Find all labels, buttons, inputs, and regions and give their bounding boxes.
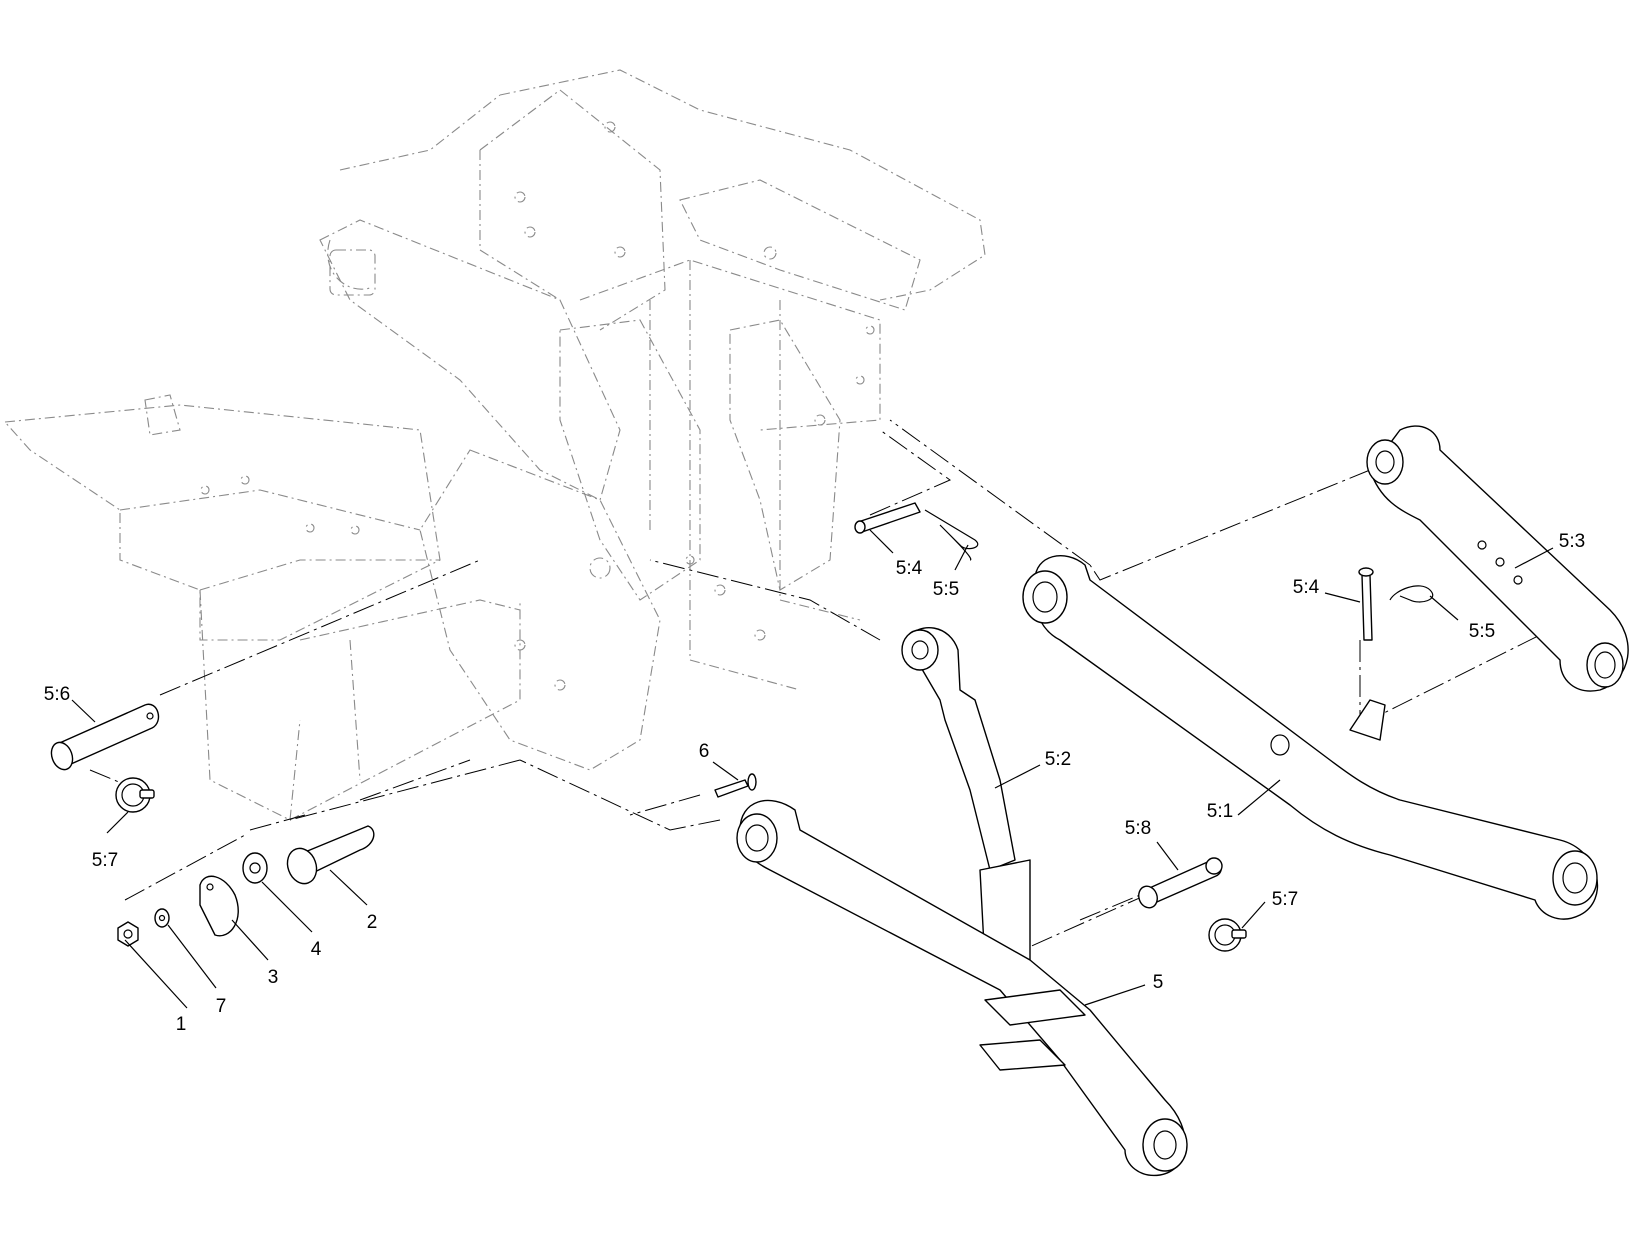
part-7-washer — [154, 908, 170, 928]
callout-5-7-right: 5:7 — [1272, 889, 1298, 910]
part-5-7-lynch-pin-right — [1208, 918, 1247, 952]
callout-5-1: 5:1 — [1207, 801, 1233, 822]
callout-5-7-left: 5:7 — [92, 850, 118, 871]
callout-5-2: 5:2 — [1045, 749, 1071, 770]
tractor-frame-phantom — [3, 69, 986, 821]
part-4-bushing — [242, 852, 268, 884]
part-3-retaining-plate — [199, 875, 239, 937]
callouts: 1 2 3 4 5 6 7 5:1 5:2 5:3 5:4 5:4 5:5 5:… — [44, 529, 1585, 1035]
callout-4: 4 — [311, 939, 322, 960]
callout-3: 3 — [268, 967, 279, 988]
part-5-4-pin-upper — [854, 502, 921, 534]
part-5-7-lynch-pin-left — [115, 777, 155, 813]
callout-5-8: 5:8 — [1125, 818, 1151, 839]
part-5-6-pin — [50, 703, 160, 771]
callout-5-5-right: 5:5 — [1469, 621, 1495, 642]
callout-5-4-upper: 5:4 — [896, 558, 923, 579]
assembly-axis-lines — [89, 419, 1601, 961]
part-5-5-clip-right — [1389, 585, 1434, 603]
callout-7: 7 — [216, 996, 227, 1017]
callout-5-5-upper: 5:5 — [933, 579, 959, 600]
callout-5-4-right: 5:4 — [1293, 577, 1320, 598]
part-5-8-pin — [1138, 857, 1223, 909]
part-6-bolt — [714, 773, 757, 798]
part-5-lower-link — [736, 799, 1188, 1177]
part-1-nut — [117, 921, 139, 947]
callout-5-3: 5:3 — [1559, 531, 1585, 552]
callout-2: 2 — [367, 912, 378, 933]
part-5-2-top-link — [901, 626, 1031, 976]
part-2-pin — [286, 825, 375, 885]
part-5-3-lower-link-right — [1366, 425, 1629, 692]
callout-5-6: 5:6 — [44, 684, 70, 705]
callout-1: 1 — [176, 1014, 187, 1035]
callout-5: 5 — [1153, 972, 1164, 993]
callout-6: 6 — [699, 741, 710, 762]
part-5-5-clip-upper — [924, 509, 979, 561]
part-5-4-pin-right — [1358, 567, 1374, 641]
part-5-1-lower-link — [1022, 555, 1599, 920]
